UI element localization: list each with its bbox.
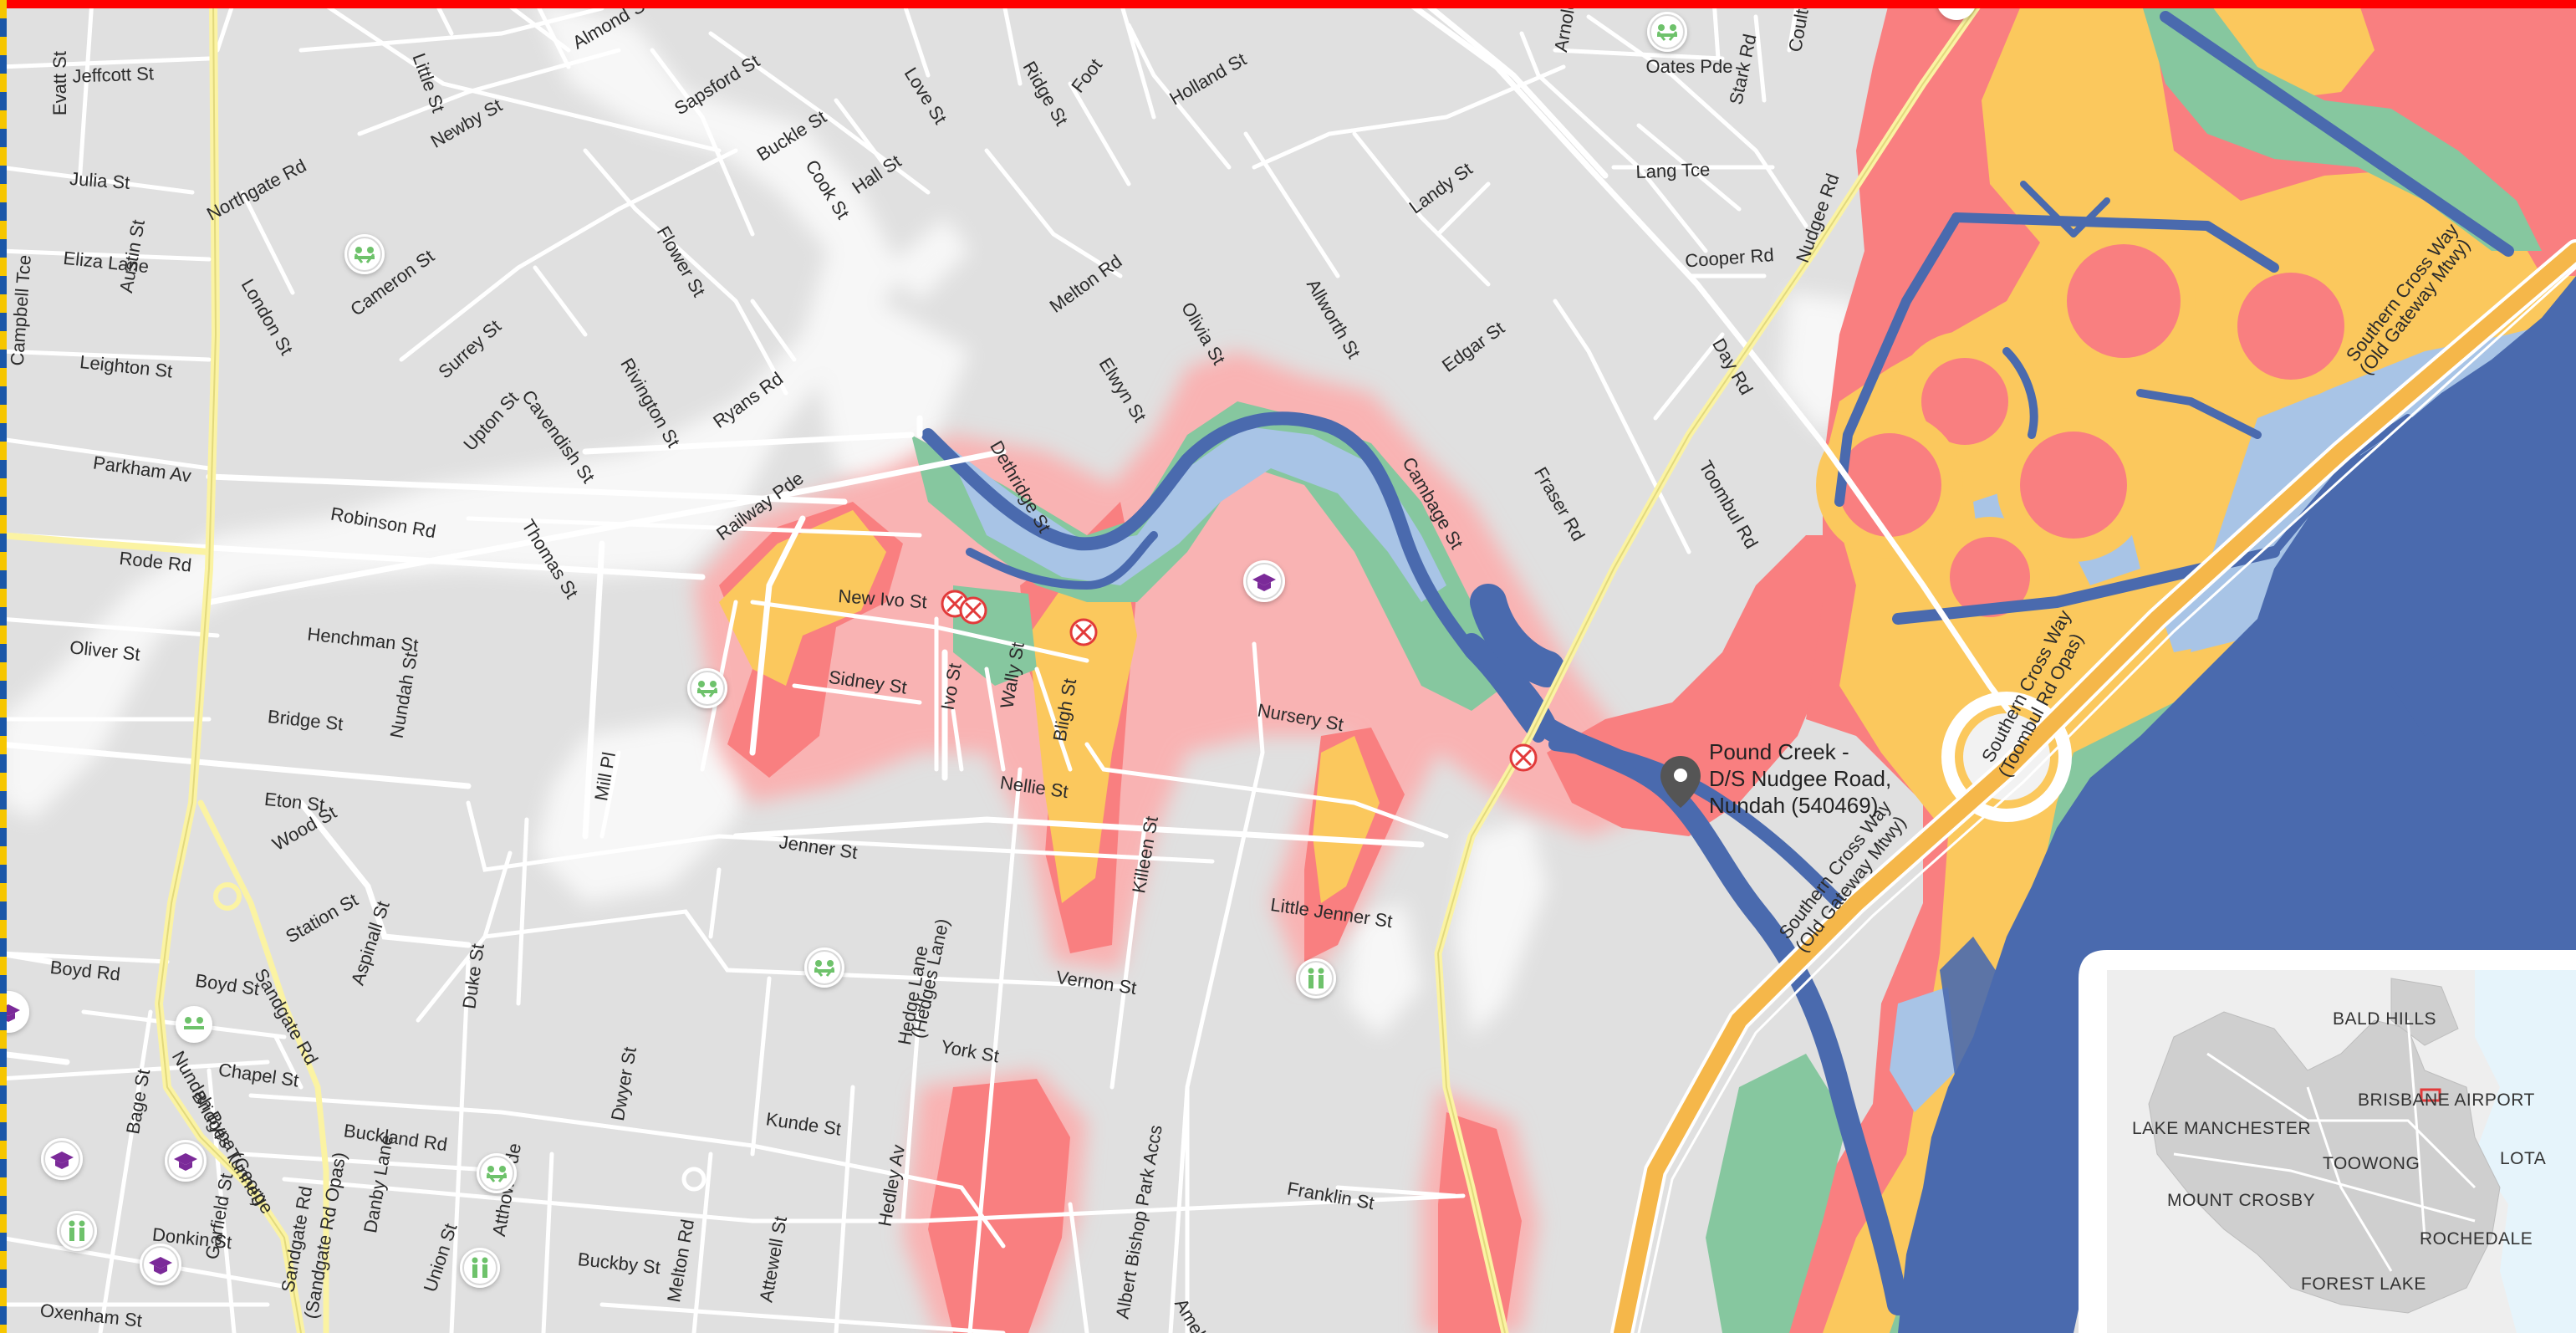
toilets-icon[interactable] — [460, 1248, 500, 1288]
road-closure-icon[interactable] — [1069, 618, 1098, 646]
street-label: Evatt St — [49, 51, 70, 115]
poi-icons[interactable] — [0, 0, 1977, 1288]
road-network — [0, 0, 2043, 1333]
inset-label-toowong: TOOWONG — [2323, 1154, 2420, 1173]
inset-label-bald-hills: BALD HILLS — [2333, 1009, 2436, 1029]
viewport-rectangle-icon — [2420, 1088, 2441, 1102]
street-label: Lang Tce — [1635, 159, 1711, 182]
school-icon[interactable] — [1243, 560, 1285, 602]
station-label-line1: Pound Creek - — [1709, 739, 1849, 764]
toilets-icon[interactable] — [1296, 958, 1336, 998]
station-label-line3: Nundah (540469) — [1709, 793, 1878, 818]
school-icon[interactable] — [140, 1244, 181, 1285]
inset-label-forest-lake: FOREST LAKE — [2301, 1274, 2426, 1294]
park-icon[interactable] — [176, 1006, 212, 1043]
road-closure-icon[interactable] — [959, 596, 987, 625]
top-status-bar — [0, 0, 2576, 8]
school-icon[interactable] — [165, 1140, 207, 1182]
park-icon[interactable] — [344, 234, 385, 274]
inset-label-lake-manchester: LAKE MANCHESTER — [2132, 1119, 2311, 1138]
flood-extent-overlay — [694, 0, 2576, 1333]
left-edge-stripe — [0, 0, 7, 1333]
street-label: Julia St — [69, 168, 130, 193]
street-label: Jeffcott St — [72, 63, 154, 86]
park-icon[interactable] — [687, 668, 727, 708]
gauge-station-marker[interactable]: Pound Creek - D/S Nudgee Road, Nundah (5… — [1660, 739, 1891, 818]
park-icon[interactable] — [804, 947, 844, 988]
school-icon[interactable] — [41, 1138, 83, 1180]
inset-label-rochedale: ROCHEDALE — [2420, 1229, 2533, 1249]
inset-label-brisbane-airport: BRISBANE AIRPORT — [2358, 1090, 2535, 1110]
toilets-icon[interactable] — [57, 1211, 97, 1251]
street-label: Oates Pde — [1646, 56, 1733, 77]
inset-locator-map[interactable]: BALD HILLS BRISBANE AIRPORT LAKE MANCHES… — [2079, 950, 2576, 1333]
motorway-southern-cross-way — [1610, 239, 2576, 1333]
park-icon[interactable] — [1647, 12, 1687, 52]
road-closure-icon[interactable] — [1509, 743, 1538, 772]
inset-label-mount-crosby: MOUNT CROSBY — [2167, 1191, 2315, 1210]
inset-label-lota: LOTA — [2500, 1149, 2546, 1168]
park-icon[interactable] — [477, 1153, 517, 1193]
station-label-line2: D/S Nudgee Road, — [1709, 766, 1891, 791]
road-closure-markers[interactable] — [941, 590, 1538, 772]
